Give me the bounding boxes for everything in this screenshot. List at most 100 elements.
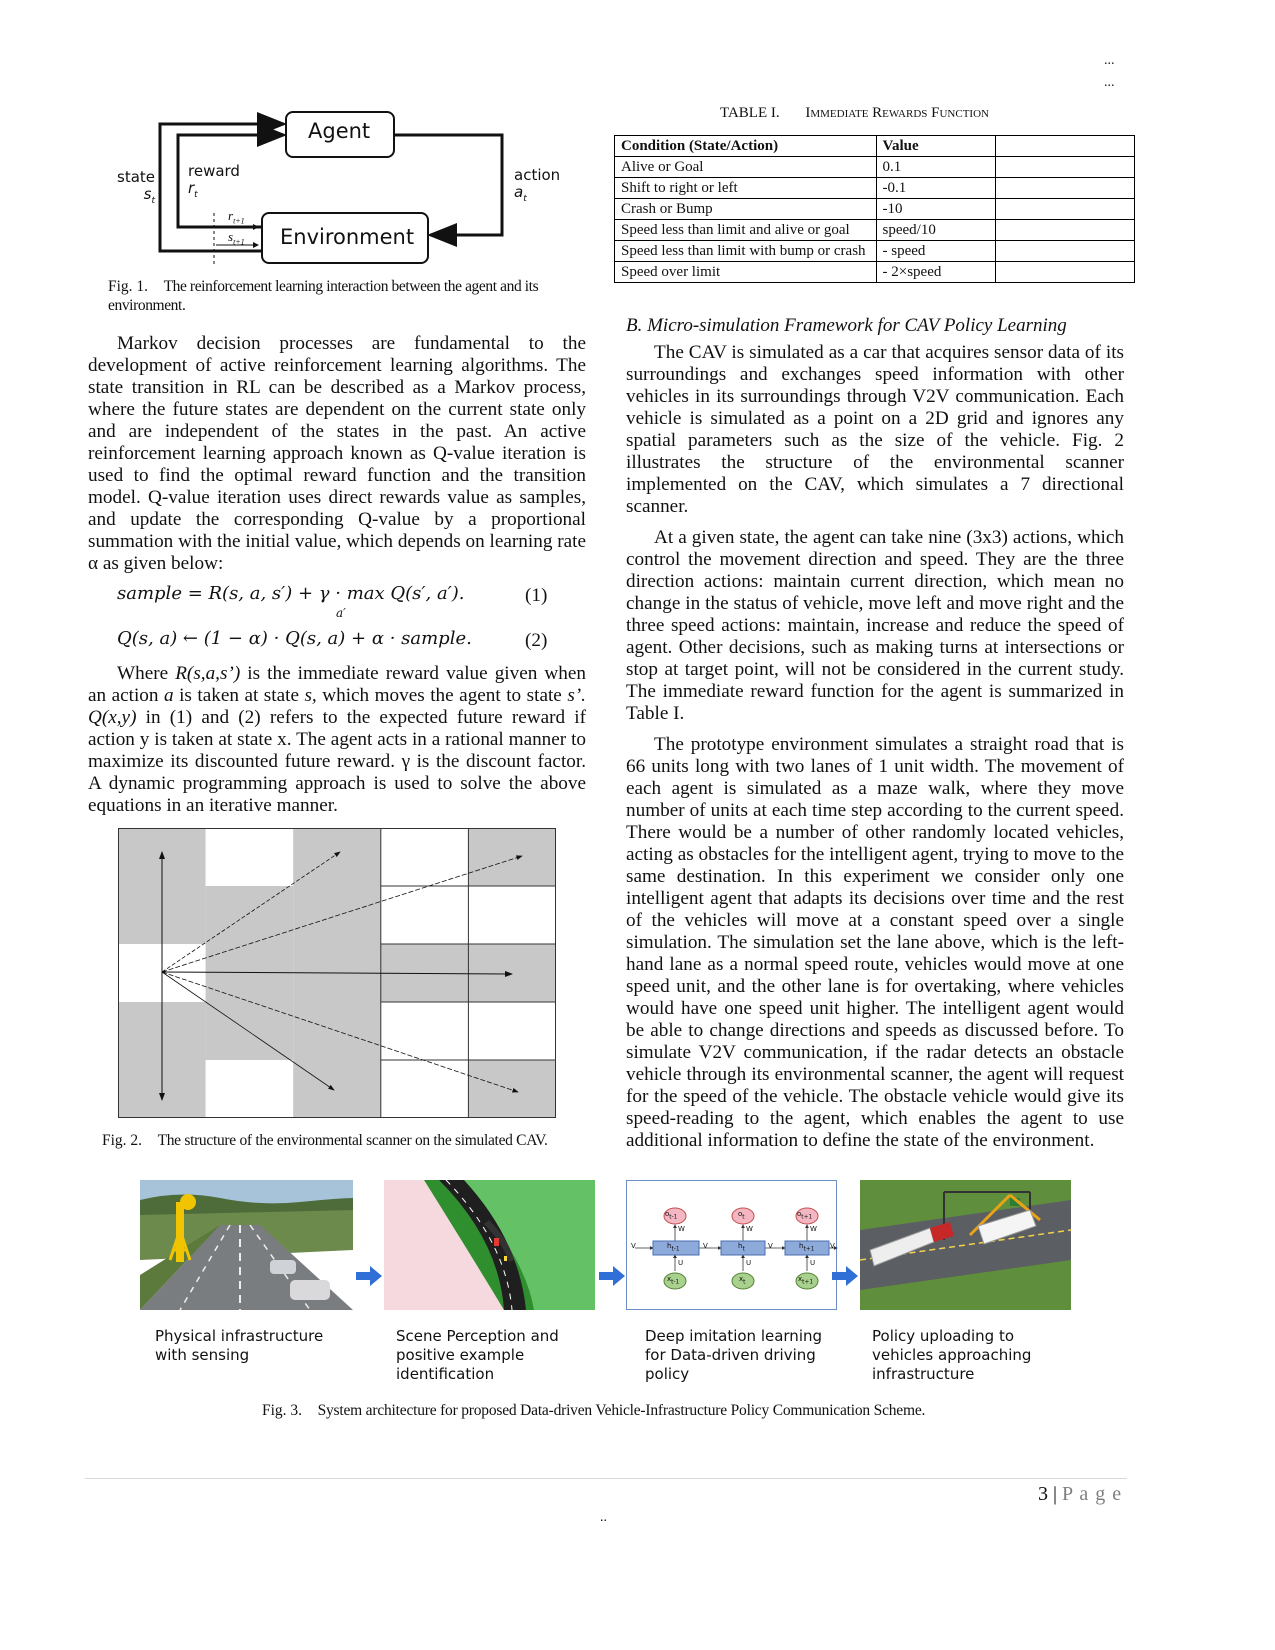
table1-header-empty — [995, 135, 1135, 157]
table-cell: - 2×speed — [875, 261, 997, 283]
table-cell — [995, 261, 1135, 283]
p2-part-b: is the immediate reward value given when… — [88, 663, 586, 706]
table-cell — [995, 156, 1135, 178]
right-paragraph-3: The prototype environment simulates a st… — [626, 734, 1124, 1151]
table-row: Speed less than limit with bump or crash… — [614, 240, 1135, 262]
scanner-grid-cell — [468, 828, 556, 886]
p2-state-sym: s, — [304, 685, 317, 706]
rnn-v-label: V — [830, 1242, 835, 1250]
page-number-value: 3 — [1038, 1483, 1048, 1505]
fig3-label-3: Deep imitation learning for Data-driven … — [645, 1327, 823, 1383]
s-next-label: st+1 — [228, 229, 245, 247]
table-cell — [995, 219, 1135, 241]
s-next-sub: t+1 — [233, 237, 245, 247]
p2-reward-sym: R(s,a,s’) — [175, 663, 241, 684]
rnn-u-label: U — [678, 1259, 684, 1267]
r-next-label: rt+1 — [228, 208, 245, 226]
fig2-caption-num: Fig. 2. — [102, 1132, 143, 1149]
fig1-caption: Fig. 1. The reinforcement learning inter… — [108, 277, 578, 315]
scanner-arrow-forward — [161, 970, 513, 977]
rnn-w-label: W — [746, 1225, 753, 1233]
scanner-grid-cell — [468, 1060, 556, 1118]
action-arrow — [394, 133, 504, 247]
scanner-arrow-upper-far — [161, 855, 523, 973]
reward-sub: t — [194, 190, 198, 200]
table1-header-condition: Condition (State/Action) — [614, 135, 877, 157]
rnn-input-prev — [663, 1272, 687, 1290]
table-cell: Crash or Bump — [614, 198, 877, 220]
rnn-w-label: W — [810, 1225, 817, 1233]
state-text: state — [117, 168, 155, 186]
scanner-grid-cell — [205, 828, 294, 886]
action-sym: a — [514, 183, 524, 201]
rnn-v-label: V — [631, 1242, 636, 1250]
rnn-svg — [635, 1207, 838, 1290]
scanner-grid-cell — [380, 886, 469, 944]
state-sub: t — [151, 196, 155, 206]
scanner-grid-cell — [380, 1060, 469, 1118]
state-sym: s — [143, 185, 152, 203]
fig3-label-1: Physical infrastructure with sensing — [155, 1327, 324, 1364]
r-next-sub: t+1 — [233, 216, 245, 226]
equation-2: Q(s, a) ← (1 − α) · Q(s, a) + α · sample… — [117, 628, 472, 649]
p2-action-sym: a — [164, 685, 174, 706]
scanner-arrow-lower-mid — [161, 971, 335, 1091]
p2-state2-sym: s’. — [567, 685, 586, 706]
right-paragraph-2: At a given state, the agent can take nin… — [626, 527, 1124, 724]
environment-label: Environment — [280, 225, 415, 249]
table-cell — [995, 198, 1135, 220]
scanner-grid-border — [118, 828, 556, 1118]
table-row: Speed over limit- 2×speed — [614, 261, 1135, 283]
fig3-panel-scene-perception — [384, 1180, 595, 1310]
table-cell: Speed less than limit with bump or crash — [614, 240, 877, 262]
scanner-grid-cell — [468, 1002, 556, 1060]
fig3-panel-policy-upload — [860, 1180, 1071, 1310]
road-photo-svg — [140, 1180, 353, 1311]
table-cell: Shift to right or left — [614, 177, 877, 199]
scene-perception-svg — [384, 1180, 595, 1310]
equation-1-number: (1) — [525, 585, 548, 606]
section-heading: B. Micro-simulation Framework for CAV Po… — [626, 315, 1067, 336]
scanner-grid-cell — [293, 886, 381, 944]
fig3-caption-num: Fig. 3. — [262, 1402, 303, 1419]
scanner-grid-cell — [468, 944, 556, 1002]
s-next-sym: s — [228, 229, 234, 244]
rnn-u-label: U — [746, 1259, 752, 1267]
table-row: Shift to right or left-0.1 — [614, 177, 1135, 199]
flow-arrow-1 — [356, 1266, 382, 1291]
scanner-grid-cell — [205, 886, 294, 944]
table1-title-text: Immediate Rewards Function — [805, 105, 989, 121]
fig1-svg — [158, 111, 504, 267]
scanner-grid-cell — [380, 828, 469, 886]
reward-sym: r — [188, 179, 195, 197]
p2-part-a: Where — [117, 663, 176, 684]
table-cell — [995, 240, 1135, 262]
fig2-diagram — [118, 828, 556, 1118]
rnn-input-t — [731, 1272, 755, 1290]
table-cell: -0.1 — [875, 177, 997, 199]
table-cell: Speed over limit — [614, 261, 877, 283]
reward-label: reward rt — [188, 163, 240, 204]
scanner-grid-cell — [205, 1060, 294, 1118]
p2-q-sym: Q(x,y) — [88, 707, 137, 728]
action-text: action — [514, 166, 561, 184]
rnn-o-next-label: ot+1 — [797, 1210, 813, 1221]
table1-header-row: Condition (State/Action) Value — [614, 135, 1135, 157]
p2-part-e: in (1) and (2) refers to the expected fu… — [88, 707, 586, 816]
scanner-grid-cell — [468, 886, 556, 944]
footer-dots: .. — [600, 1510, 607, 1525]
agent-label: Agent — [308, 119, 371, 143]
rnn-input-next — [795, 1272, 819, 1290]
table-cell: - speed — [875, 240, 997, 262]
rnn-h-t-label: ht — [738, 1242, 745, 1253]
state-arrow — [158, 112, 287, 253]
p2-part-c: is taken at state — [173, 685, 305, 706]
table1: Condition (State/Action) Value Alive or … — [614, 135, 1135, 283]
header-dots-2: ... — [1104, 75, 1115, 90]
rnn-output-prev — [663, 1207, 687, 1225]
rnn-v-label: V — [768, 1242, 773, 1250]
footer-rule — [85, 1478, 1127, 1479]
table-cell: speed/10 — [875, 219, 997, 241]
r-next-sym: r — [228, 208, 234, 223]
